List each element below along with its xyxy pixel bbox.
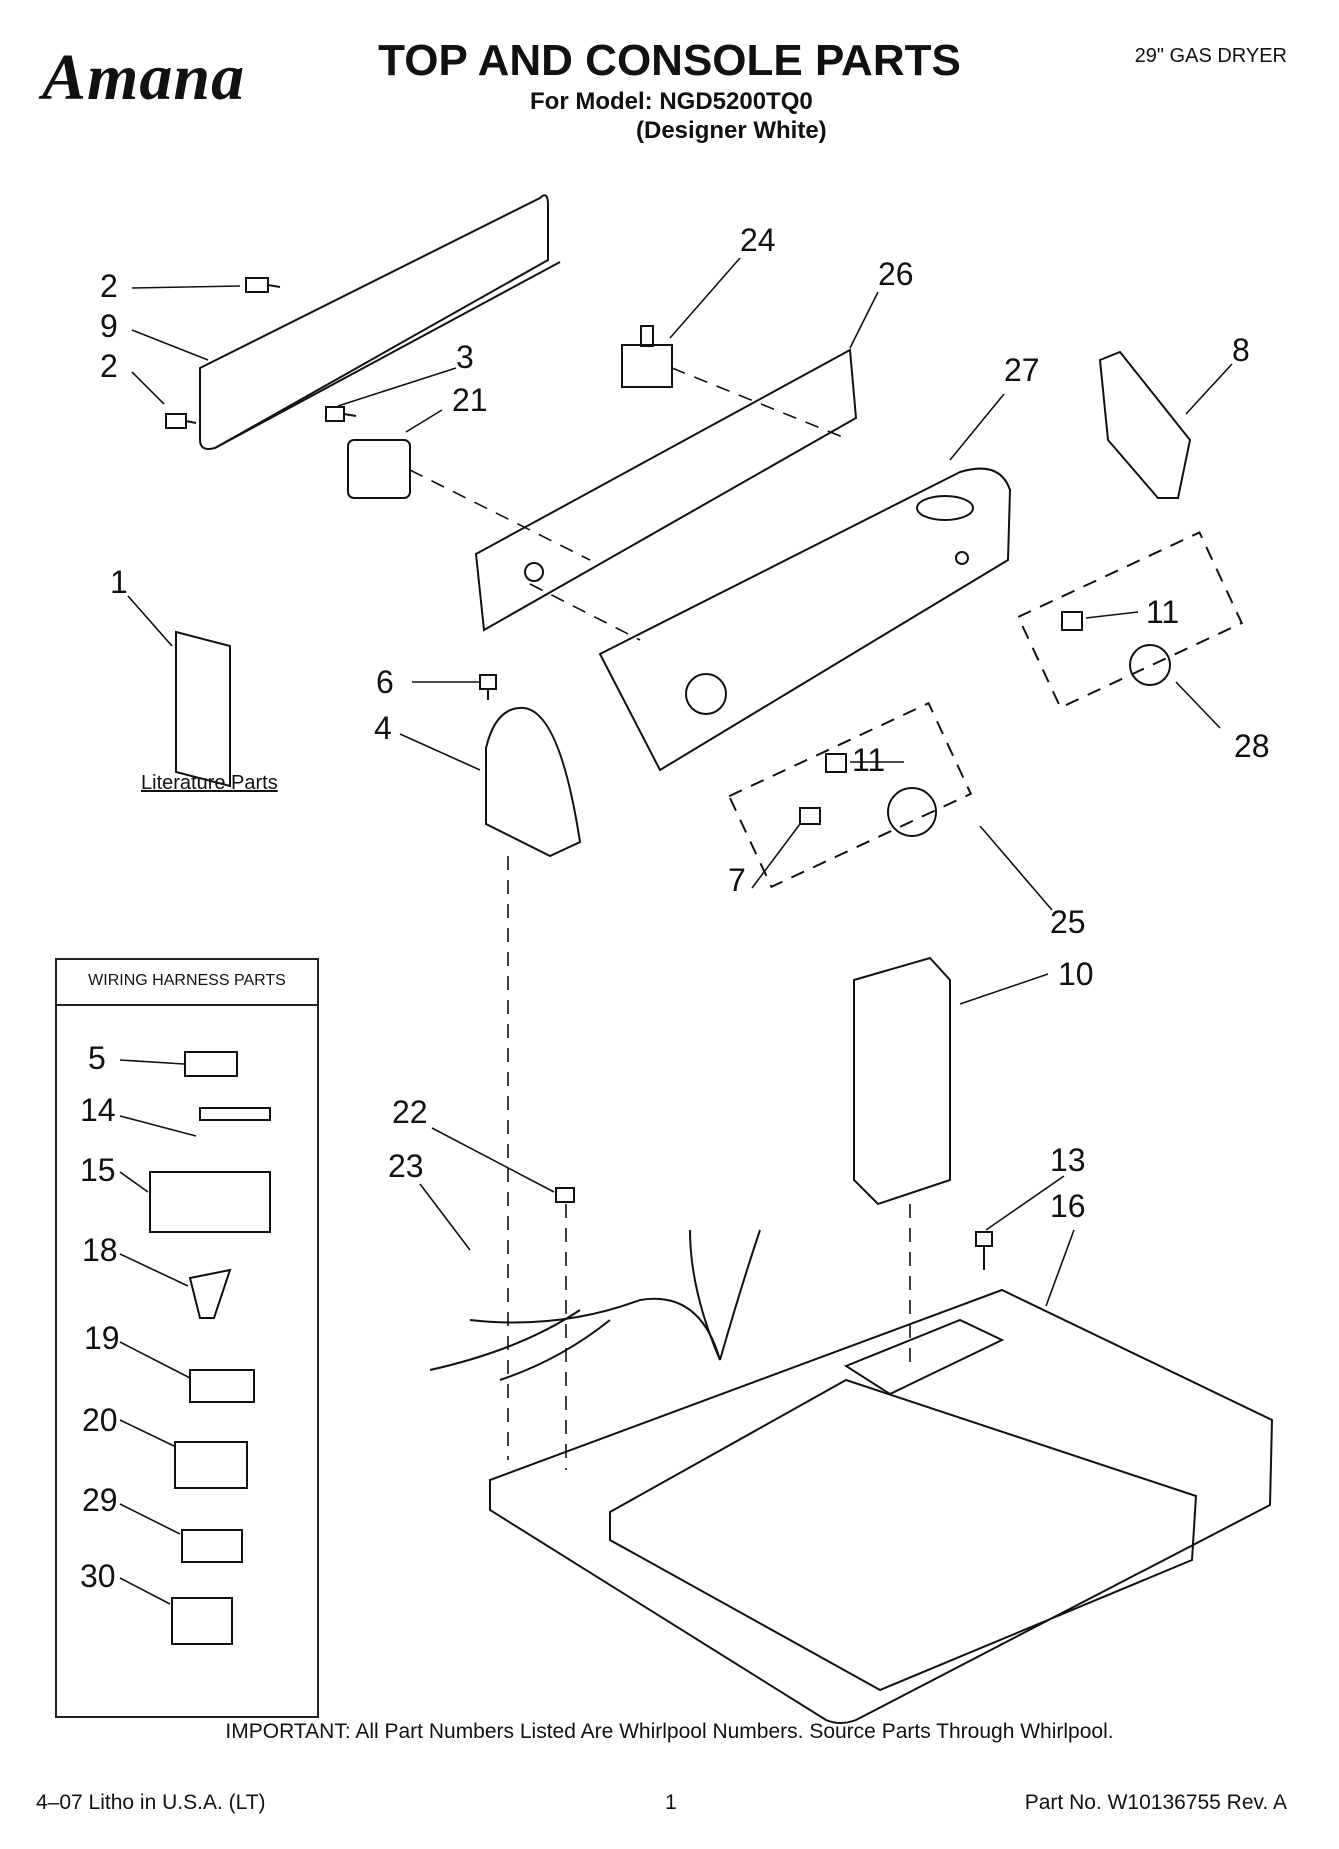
screw-part-2b [165, 413, 197, 429]
control-panel-part [474, 348, 858, 632]
switch-part [621, 344, 673, 388]
callout-11-upper: 11 [1146, 594, 1180, 630]
rear-bracket-flange [214, 261, 561, 449]
rear-bracket-part [199, 194, 549, 450]
callout-23: 23 [388, 1148, 424, 1184]
callout-25: 25 [1050, 904, 1086, 940]
callout-16: 16 [1050, 1188, 1086, 1224]
wiring-harness-heading: WIRING HARNESS PARTS [55, 958, 319, 1006]
footer-note: IMPORTANT: All Part Numbers Listed Are W… [225, 1720, 1114, 1743]
timer-part [347, 439, 411, 499]
callout-3: 3 [456, 339, 474, 375]
switch-terminal [640, 325, 654, 347]
screw-part-3 [325, 406, 357, 422]
callout-18: 18 [82, 1232, 118, 1268]
console-dial-opening [685, 673, 727, 715]
callout-15: 15 [80, 1152, 116, 1188]
callout-6: 6 [376, 664, 394, 700]
callout-21: 21 [452, 382, 488, 418]
dryer-top-recess [609, 1378, 1198, 1692]
end-cap-part [1098, 350, 1192, 499]
harness-part-15 [149, 1171, 271, 1233]
callout-13: 13 [1050, 1142, 1086, 1178]
knob-part-25 [887, 787, 937, 837]
knob-group-25-outline [727, 701, 973, 889]
harness-part-5 [184, 1051, 238, 1077]
literature-parts-label: Literature Parts [141, 772, 278, 794]
panel-knob-hole [524, 562, 544, 582]
wiring-harness-part [469, 1297, 721, 1361]
callout-11-lower: 11 [852, 742, 886, 778]
knob-spring-part-11b [825, 753, 847, 773]
screw-part-2a [245, 277, 281, 293]
console-shell-part [598, 467, 1012, 772]
console-window [916, 495, 974, 521]
callout-22: 22 [392, 1094, 428, 1130]
callout-27: 27 [1004, 352, 1040, 388]
callout-2-top: 2 [100, 268, 118, 304]
callout-4: 4 [374, 710, 392, 746]
variant-line: (Designer White) [636, 117, 827, 144]
harness-part-30 [171, 1597, 233, 1645]
harness-part-18 [188, 1268, 232, 1319]
clip-part [555, 1187, 575, 1203]
harness-part-29 [181, 1529, 243, 1563]
callout-30: 30 [80, 1558, 116, 1594]
harness-part-19 [189, 1369, 255, 1403]
callout-5: 5 [88, 1040, 106, 1076]
callout-7: 7 [728, 862, 746, 898]
footer-litho: 4–07 Litho in U.S.A. (LT) [36, 1791, 266, 1814]
callout-28: 28 [1234, 728, 1270, 764]
callout-14: 14 [80, 1092, 116, 1128]
callout-10: 10 [1058, 956, 1094, 992]
callout-20: 20 [82, 1402, 118, 1438]
left-end-cap-part [485, 706, 582, 858]
screw-part-7 [799, 807, 821, 825]
harness-part-14 [199, 1107, 271, 1121]
lint-opening [843, 1318, 1005, 1396]
callout-24: 24 [740, 222, 776, 258]
footer-page-number: 1 [665, 1791, 677, 1814]
product-label: 29" GAS DRYER [1134, 45, 1287, 67]
callout-26: 26 [878, 256, 914, 292]
lint-filter-part [853, 956, 951, 1206]
dryer-top-part [489, 1288, 1274, 1724]
screw-part-13 [975, 1231, 993, 1270]
callout-29: 29 [82, 1482, 118, 1518]
screw-part-6 [479, 674, 497, 700]
knob-part-28 [1129, 644, 1171, 686]
callout-19: 19 [84, 1320, 120, 1356]
literature-part [175, 630, 231, 788]
callout-1: 1 [110, 564, 128, 600]
page-title: TOP AND CONSOLE PARTS [378, 36, 961, 85]
model-line: For Model: NGD5200TQ0 [530, 88, 813, 115]
knob-group-28-outline [1016, 531, 1244, 709]
brand-logo: Amana [42, 41, 246, 114]
callout-8: 8 [1232, 332, 1250, 368]
wiring-harness-inset [55, 958, 319, 1718]
callout-2-bottom: 2 [100, 348, 118, 384]
console-hole [955, 551, 969, 565]
footer-part-number: Part No. W10136755 Rev. A [1024, 1791, 1287, 1814]
harness-part-20 [174, 1441, 248, 1489]
knob-spring-part-11a [1061, 611, 1083, 631]
callout-9: 9 [100, 308, 118, 344]
